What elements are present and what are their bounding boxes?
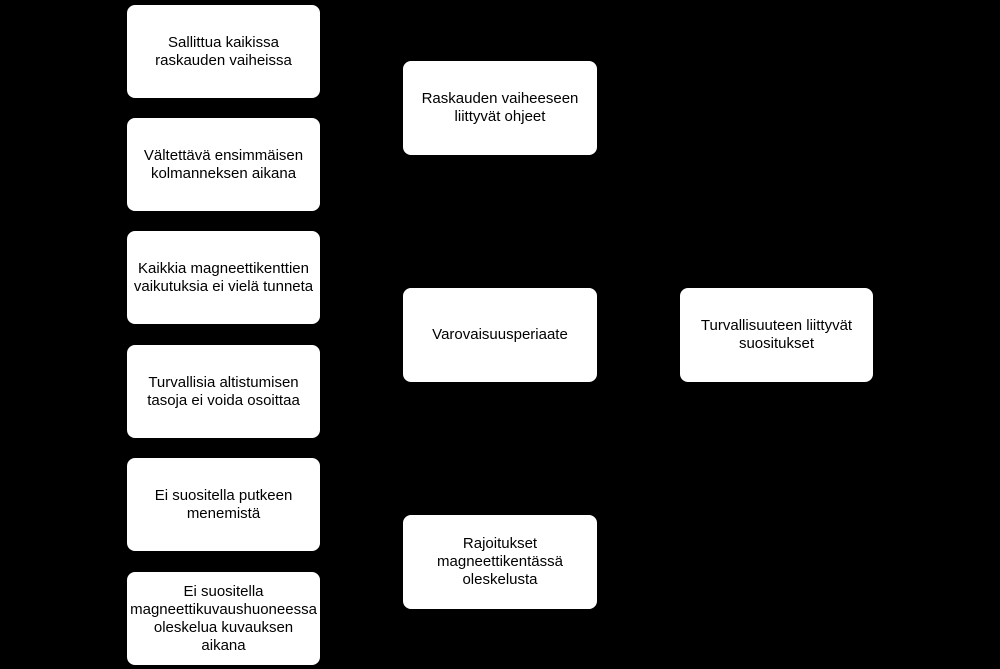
node-label: Raskauden vaiheeseen liittyvät ohjeet [421,90,579,125]
node-label: Ei suositella putkeen menemistä [154,486,293,522]
node-safe-levels-unproven: Turvallisia altistumisen tasoja ei voida… [127,345,320,438]
node-label: Sallittua kaikissa raskauden vaiheissa [155,33,292,69]
node-label: Varovaisuusperiaate [432,326,568,343]
node-no-tube-entry: Ei suositella putkeen menemistä [127,458,320,551]
node-label: Vältettävä ensimmäisen kolmanneksen aika… [143,146,304,182]
node-label: Turvallisia altistumisen tasoja ei voida… [147,373,300,409]
node-precautionary-principle: Varovaisuusperiaate [403,288,597,382]
node-allowed-all-stages: Sallittua kaikissa raskauden vaiheissa [127,5,320,98]
node-effects-unknown: Kaikkia magneettikenttien vaikutuksia ei… [127,231,320,324]
node-no-room-stay: Ei suositella magneettikuvaushuoneessa o… [127,572,320,665]
node-label: Kaikkia magneettikenttien vaikutuksia ei… [133,259,314,295]
node-label: Ei suositella magneettikuvaushuoneessa o… [130,582,317,654]
node-safety-recommendations: Turvallisuuteen liittyvät suositukset [680,288,873,382]
node-avoid-first-trimester: Vältettävä ensimmäisen kolmanneksen aika… [127,118,320,211]
node-label: Rajoitukset magneettikentässä oleskelust… [437,535,563,588]
node-field-restrictions: Rajoitukset magneettikentässä oleskelust… [403,515,597,609]
node-label: Turvallisuuteen liittyvät suositukset [700,317,853,352]
node-stage-guidelines: Raskauden vaiheeseen liittyvät ohjeet [403,61,597,155]
